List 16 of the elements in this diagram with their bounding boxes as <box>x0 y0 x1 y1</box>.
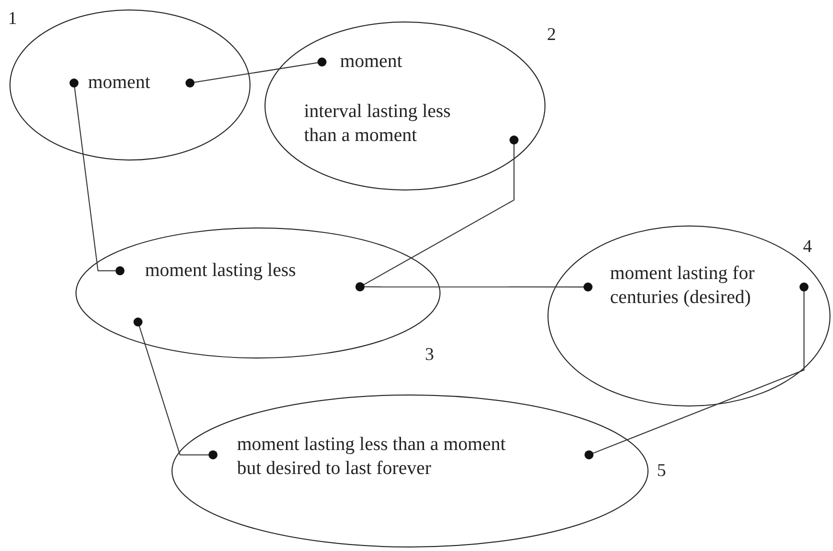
connector-line <box>186 58 326 88</box>
term-label: moment <box>322 50 412 74</box>
ellipse-region <box>547 224 833 408</box>
connector-line <box>70 78 124 276</box>
connector-line <box>584 282 808 460</box>
term-label: moment lasting for centuries (desired) <box>588 262 804 312</box>
term-label: moment <box>74 71 190 95</box>
region-number: 3 <box>425 344 434 364</box>
connector-line <box>356 282 592 292</box>
region-number: 5 <box>657 460 666 480</box>
connector-line <box>134 318 218 460</box>
ellipse-region <box>75 227 442 360</box>
region-number: 1 <box>8 8 17 28</box>
region-number: 4 <box>803 236 812 256</box>
region-number: 2 <box>547 24 556 44</box>
term-label: interval lasting less than a moment <box>298 100 514 150</box>
